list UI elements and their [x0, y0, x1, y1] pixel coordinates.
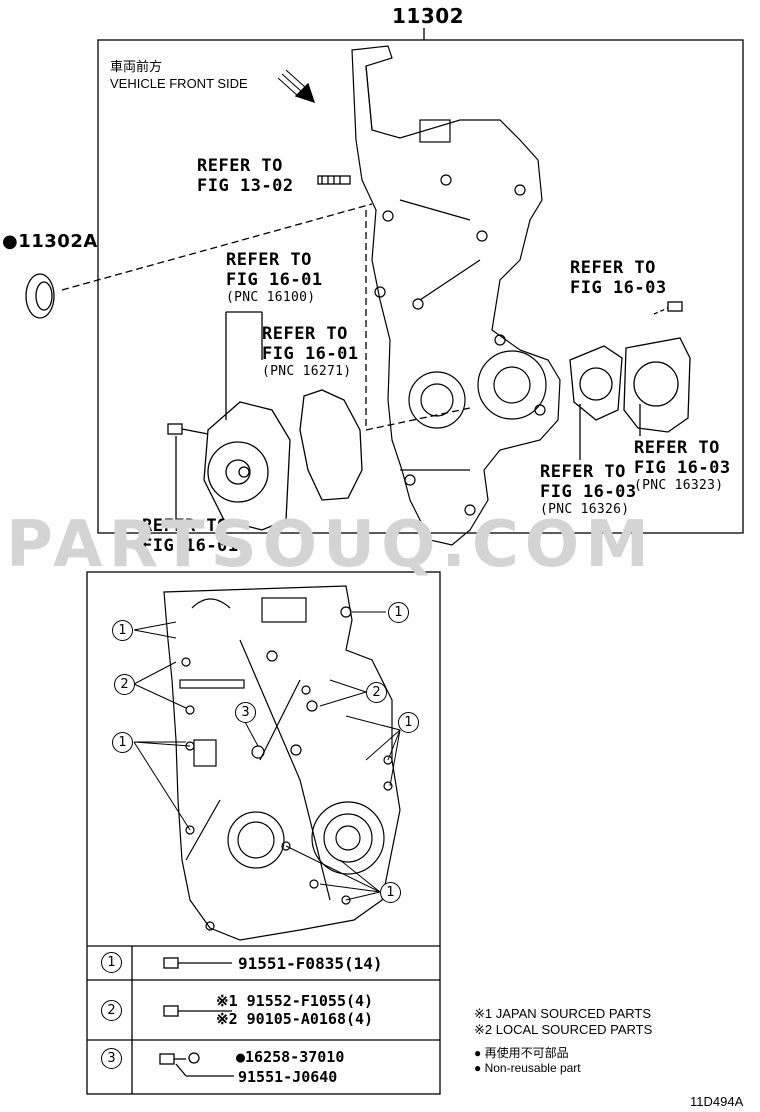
thermostat-housing-icon	[623, 337, 691, 433]
ref-fig-16-01-bolt[interactable]: REFER TO FIG 16-01	[142, 516, 239, 556]
ref-line1: REFER TO	[197, 156, 283, 176]
seal-part-label: 11302A	[18, 231, 98, 252]
bolt-icon-2	[163, 1005, 232, 1017]
table-row-2-part-b[interactable]: ※2 90105-A0168(4)	[216, 1010, 374, 1028]
diagram-id: 11D494A	[690, 1094, 744, 1109]
ref-line2: FIG 16-03	[570, 278, 667, 298]
callout-1-icon[interactable]: 1	[112, 732, 133, 753]
note-nonreusable-en: ● Non-reusable part	[474, 1061, 581, 1075]
callout-3-icon[interactable]: 3	[235, 702, 256, 723]
ref-line1: REFER TO	[540, 462, 626, 482]
ref-fig-16-03-pnc-16326[interactable]: REFER TO FIG 16-03 (PNC 16326)	[540, 462, 637, 517]
front-arrow-icon	[277, 69, 316, 104]
lower-frame	[86, 571, 441, 1095]
seal-part-number[interactable]: ●11302A	[2, 232, 98, 252]
note-local: ※2 LOCAL SOURCED PARTS	[474, 1022, 653, 1037]
callout-2-icon[interactable]: 2	[366, 682, 387, 703]
oil-seal-icon	[25, 273, 55, 319]
ref-line2: FIG 16-03	[634, 458, 731, 478]
ref-pnc: (PNC 16323)	[634, 478, 724, 493]
ref-fig-16-03-pnc-16323[interactable]: REFER TO FIG 16-03 (PNC 16323)	[634, 438, 731, 493]
timing-cover-upper	[351, 45, 561, 546]
thermostat-gasket-icon	[569, 345, 623, 421]
callout-2-icon[interactable]: 2	[114, 674, 135, 695]
table-row-3-part-a[interactable]: ●16258-37010	[236, 1048, 345, 1066]
thermostat-bolt-icon	[653, 301, 683, 315]
ref-pnc: (PNC 16100)	[226, 290, 316, 305]
callout-3-icon[interactable]: 3	[101, 1048, 122, 1069]
ref-line1: REFER TO	[262, 324, 348, 344]
upper-frame	[97, 39, 744, 534]
callout-1-icon[interactable]: 1	[380, 882, 401, 903]
non-reusable-dot-icon: ●	[2, 231, 19, 252]
bolt-icon-1	[163, 957, 232, 969]
table-row-1-part[interactable]: 91551-F0835(14)	[238, 954, 383, 973]
note-nonreusable-jp: ● 再使用不可部品	[474, 1046, 569, 1060]
callout-1-icon[interactable]: 1	[101, 952, 122, 973]
callout-1-icon[interactable]: 1	[388, 602, 409, 623]
ref-line2: FIG 13-02	[197, 176, 294, 196]
front-marker-en: VEHICLE FRONT SIDE	[110, 76, 248, 91]
timing-cover-lower	[163, 585, 401, 941]
ref-line1: REFER TO	[634, 438, 720, 458]
ref-fig-16-03[interactable]: REFER TO FIG 16-03	[570, 258, 667, 298]
pump-gasket-icon	[299, 389, 363, 501]
ref-line2: FIG 16-01	[226, 270, 323, 290]
water-pump-icon	[203, 401, 291, 531]
note-japan: ※1 JAPAN SOURCED PARTS	[474, 1006, 652, 1021]
ref-fig-16-01-pnc-16100[interactable]: REFER TO FIG 16-01 (PNC 16100)	[226, 250, 323, 305]
watermark: PARTSOUQ.COM	[6, 508, 655, 582]
table-row-3-part-b[interactable]: 91551-J0640	[238, 1068, 338, 1086]
pump-bolt-icon	[167, 423, 209, 435]
main-part-number[interactable]: 11302	[392, 4, 465, 28]
callout-2-icon[interactable]: 2	[101, 1000, 122, 1021]
ref-pnc: (PNC 16326)	[540, 502, 630, 517]
ref-line1: REFER TO	[570, 258, 656, 278]
ref-line2: FIG 16-01	[262, 344, 359, 364]
ref-fig-13-02[interactable]: REFER TO FIG 13-02	[197, 156, 294, 196]
callout-1-icon[interactable]: 1	[112, 620, 133, 641]
bolt-icon-3	[159, 1052, 234, 1077]
ref-fig-16-01-pnc-16271[interactable]: REFER TO FIG 16-01 (PNC 16271)	[262, 324, 359, 379]
ref-line2: FIG 16-01	[142, 536, 239, 556]
table-row-2-part-a[interactable]: ※1 91552-F1055(4)	[216, 992, 374, 1010]
stud-bolt-icon	[317, 175, 351, 185]
ref-line2: FIG 16-03	[540, 482, 637, 502]
ref-pnc: (PNC 16271)	[262, 364, 352, 379]
callout-1-icon[interactable]: 1	[398, 712, 419, 733]
ref-line1: REFER TO	[226, 250, 312, 270]
front-marker-jp: 車両前方	[110, 59, 163, 74]
ref-line1: REFER TO	[142, 516, 228, 536]
